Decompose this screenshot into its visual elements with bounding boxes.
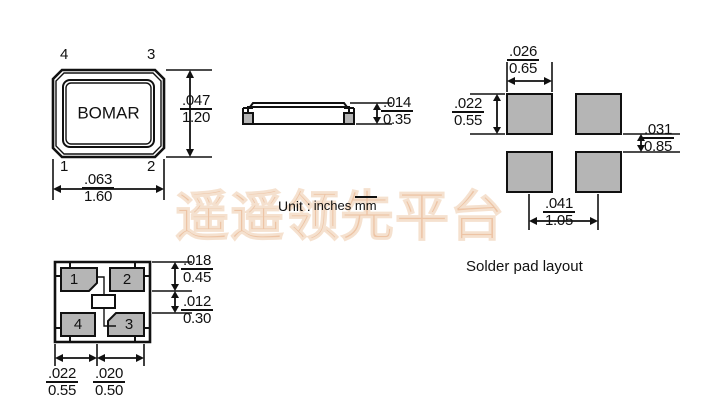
unit-note-fraction: inches mm <box>313 196 377 214</box>
dim-bottom-view-pad-gap: .012 0.30 <box>181 293 213 328</box>
dim-side-view-thickness: .014 0.35 <box>381 94 413 129</box>
dim-solder-pad-height: .022 0.55 <box>452 95 484 130</box>
bottom-pad-label-4: 4 <box>74 316 82 333</box>
brand-marking: BOMAR <box>77 103 139 122</box>
top-view-pin-label-3: 3 <box>147 46 156 63</box>
dim-bottom-view-pad-spacing: .020 0.50 <box>93 365 125 400</box>
bottom-view-graphic: 1 2 4 3 <box>53 260 192 366</box>
dim-solder-pad-pitch: .041 1.05 <box>543 195 575 230</box>
top-view-pin-label-4: 4 <box>60 46 69 63</box>
dim-solder-pad-width: .026 0.65 <box>507 43 539 78</box>
bottom-pad-label-2: 2 <box>123 271 131 288</box>
solder-pad-layout-caption: Solder pad layout <box>466 258 583 275</box>
watermark-text: 遥遥领先平台 <box>175 185 505 249</box>
solder-pad-bottom-left <box>506 151 553 193</box>
side-view-graphic <box>242 102 392 125</box>
bottom-pad-label-3: 3 <box>125 316 133 333</box>
unit-note-lead: Unit : <box>278 198 311 214</box>
top-view-graphic: BOMAR <box>51 68 212 200</box>
top-view-pin-label-1: 1 <box>60 158 69 175</box>
solder-pad-top-right <box>575 93 622 135</box>
dim-bottom-view-pad-height: .018 0.45 <box>181 252 213 287</box>
solder-pad-top-left <box>506 93 553 135</box>
dim-top-view-width: .063 1.60 <box>82 171 114 206</box>
solder-pad-layout-graphic <box>470 62 680 230</box>
bottom-pad-label-1: 1 <box>70 271 78 288</box>
dim-solder-pad-row-gap: .031 0.85 <box>642 121 674 156</box>
unit-note: Unit : inches mm <box>278 196 377 214</box>
solder-pad-bottom-right <box>575 151 622 193</box>
dim-bottom-view-pad-width: .022 0.55 <box>46 365 78 400</box>
top-view-pin-label-2: 2 <box>147 158 156 175</box>
dim-top-view-height: .047 1.20 <box>180 92 212 127</box>
